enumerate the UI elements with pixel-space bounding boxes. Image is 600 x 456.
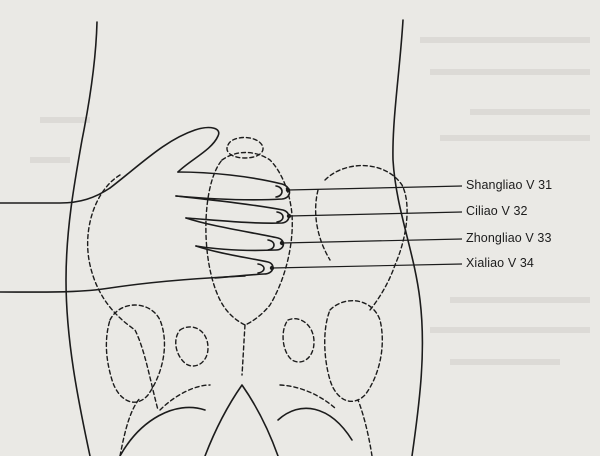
label-ciliao: Ciliao V 32 [466,204,528,218]
point-name: Zhongliao [466,231,522,245]
leader-line-xialiao [272,264,462,268]
lumbar-vertebra [227,138,263,159]
right-iliac-inner [316,190,330,260]
ischium-right [280,385,335,408]
point-code: V 33 [525,231,551,245]
point-code: V 34 [508,256,534,270]
buttock-curve-left [120,407,205,456]
label-shangliao: Shangliao V 31 [466,178,552,192]
point-name: Shangliao [466,178,523,192]
finger-index [176,172,290,200]
leader-line-zhongliao [282,239,462,243]
left-hip-joint [106,305,164,402]
leader-line-shangliao [288,186,462,190]
coccyx [242,325,245,375]
thumb [110,128,219,188]
leader-line-ciliao [289,212,462,216]
body-outline-right [393,20,423,456]
label-xialiao: Xialiao V 34 [466,256,534,270]
label-zhongliao: Zhongliao V 33 [466,231,552,245]
right-obturator [283,319,314,362]
buttock-cleft [205,385,278,456]
point-name: Xialiao [466,256,504,270]
arm-lower [0,276,245,292]
left-femur [120,398,140,456]
right-hip-joint [325,301,383,402]
point-code: V 32 [501,204,527,218]
point-name: Ciliao [466,204,498,218]
pelvis-outline-left [88,175,158,410]
arm-upper [0,188,110,203]
point-code: V 31 [526,178,552,192]
left-obturator [176,327,208,366]
right-femur [358,400,372,456]
body-outline-left [66,22,97,456]
buttock-curve-right [278,408,352,440]
ischium-left [160,385,210,410]
